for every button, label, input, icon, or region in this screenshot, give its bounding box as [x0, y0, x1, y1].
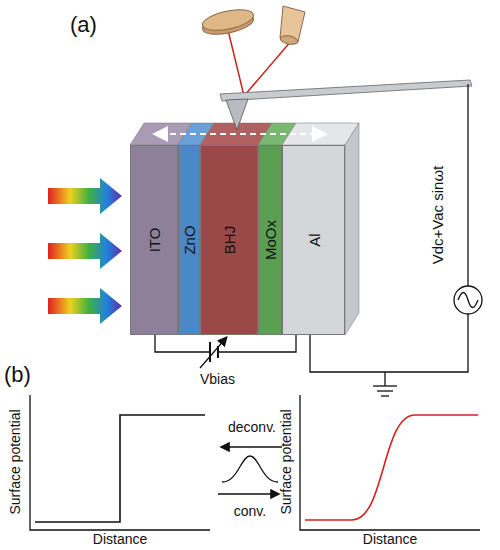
light-arrows — [48, 178, 122, 324]
step-curve — [35, 415, 205, 522]
layer-label: MoOx — [262, 220, 279, 260]
layer-label: Al — [305, 233, 322, 246]
axis-label: Distance — [363, 532, 417, 547]
panel-label: (b) — [4, 363, 31, 387]
device-layer: Al — [282, 145, 345, 335]
scan-arrow — [160, 133, 320, 135]
device-layer: BHJ — [200, 145, 258, 335]
plot-axes — [30, 395, 480, 530]
signal-label: Vdc+Vac sinωt — [430, 166, 447, 265]
device-layer: MoOx — [258, 145, 282, 335]
device-layer: ZnO — [178, 145, 200, 335]
layer-label: ITO — [146, 228, 163, 253]
conv-arrows — [218, 447, 282, 494]
operation-label: deconv. — [228, 420, 276, 435]
device-layer: ITO — [130, 145, 178, 335]
layer-top-faces — [130, 123, 359, 335]
axis-label: Surface potential — [279, 409, 294, 514]
afm-cantilever — [220, 80, 472, 130]
panel-label: (a) — [70, 13, 97, 37]
layer-label: BHJ — [221, 226, 238, 254]
smoothed-curve — [305, 415, 478, 520]
layer-label: ZnO — [181, 225, 198, 254]
circuit-wires — [155, 84, 482, 396]
bias-label: Vbias — [200, 372, 235, 387]
axis-label: Surface potential — [8, 409, 23, 514]
axis-label: Distance — [93, 532, 147, 547]
operation-label: conv. — [234, 504, 266, 519]
laser-optics — [201, 6, 305, 96]
